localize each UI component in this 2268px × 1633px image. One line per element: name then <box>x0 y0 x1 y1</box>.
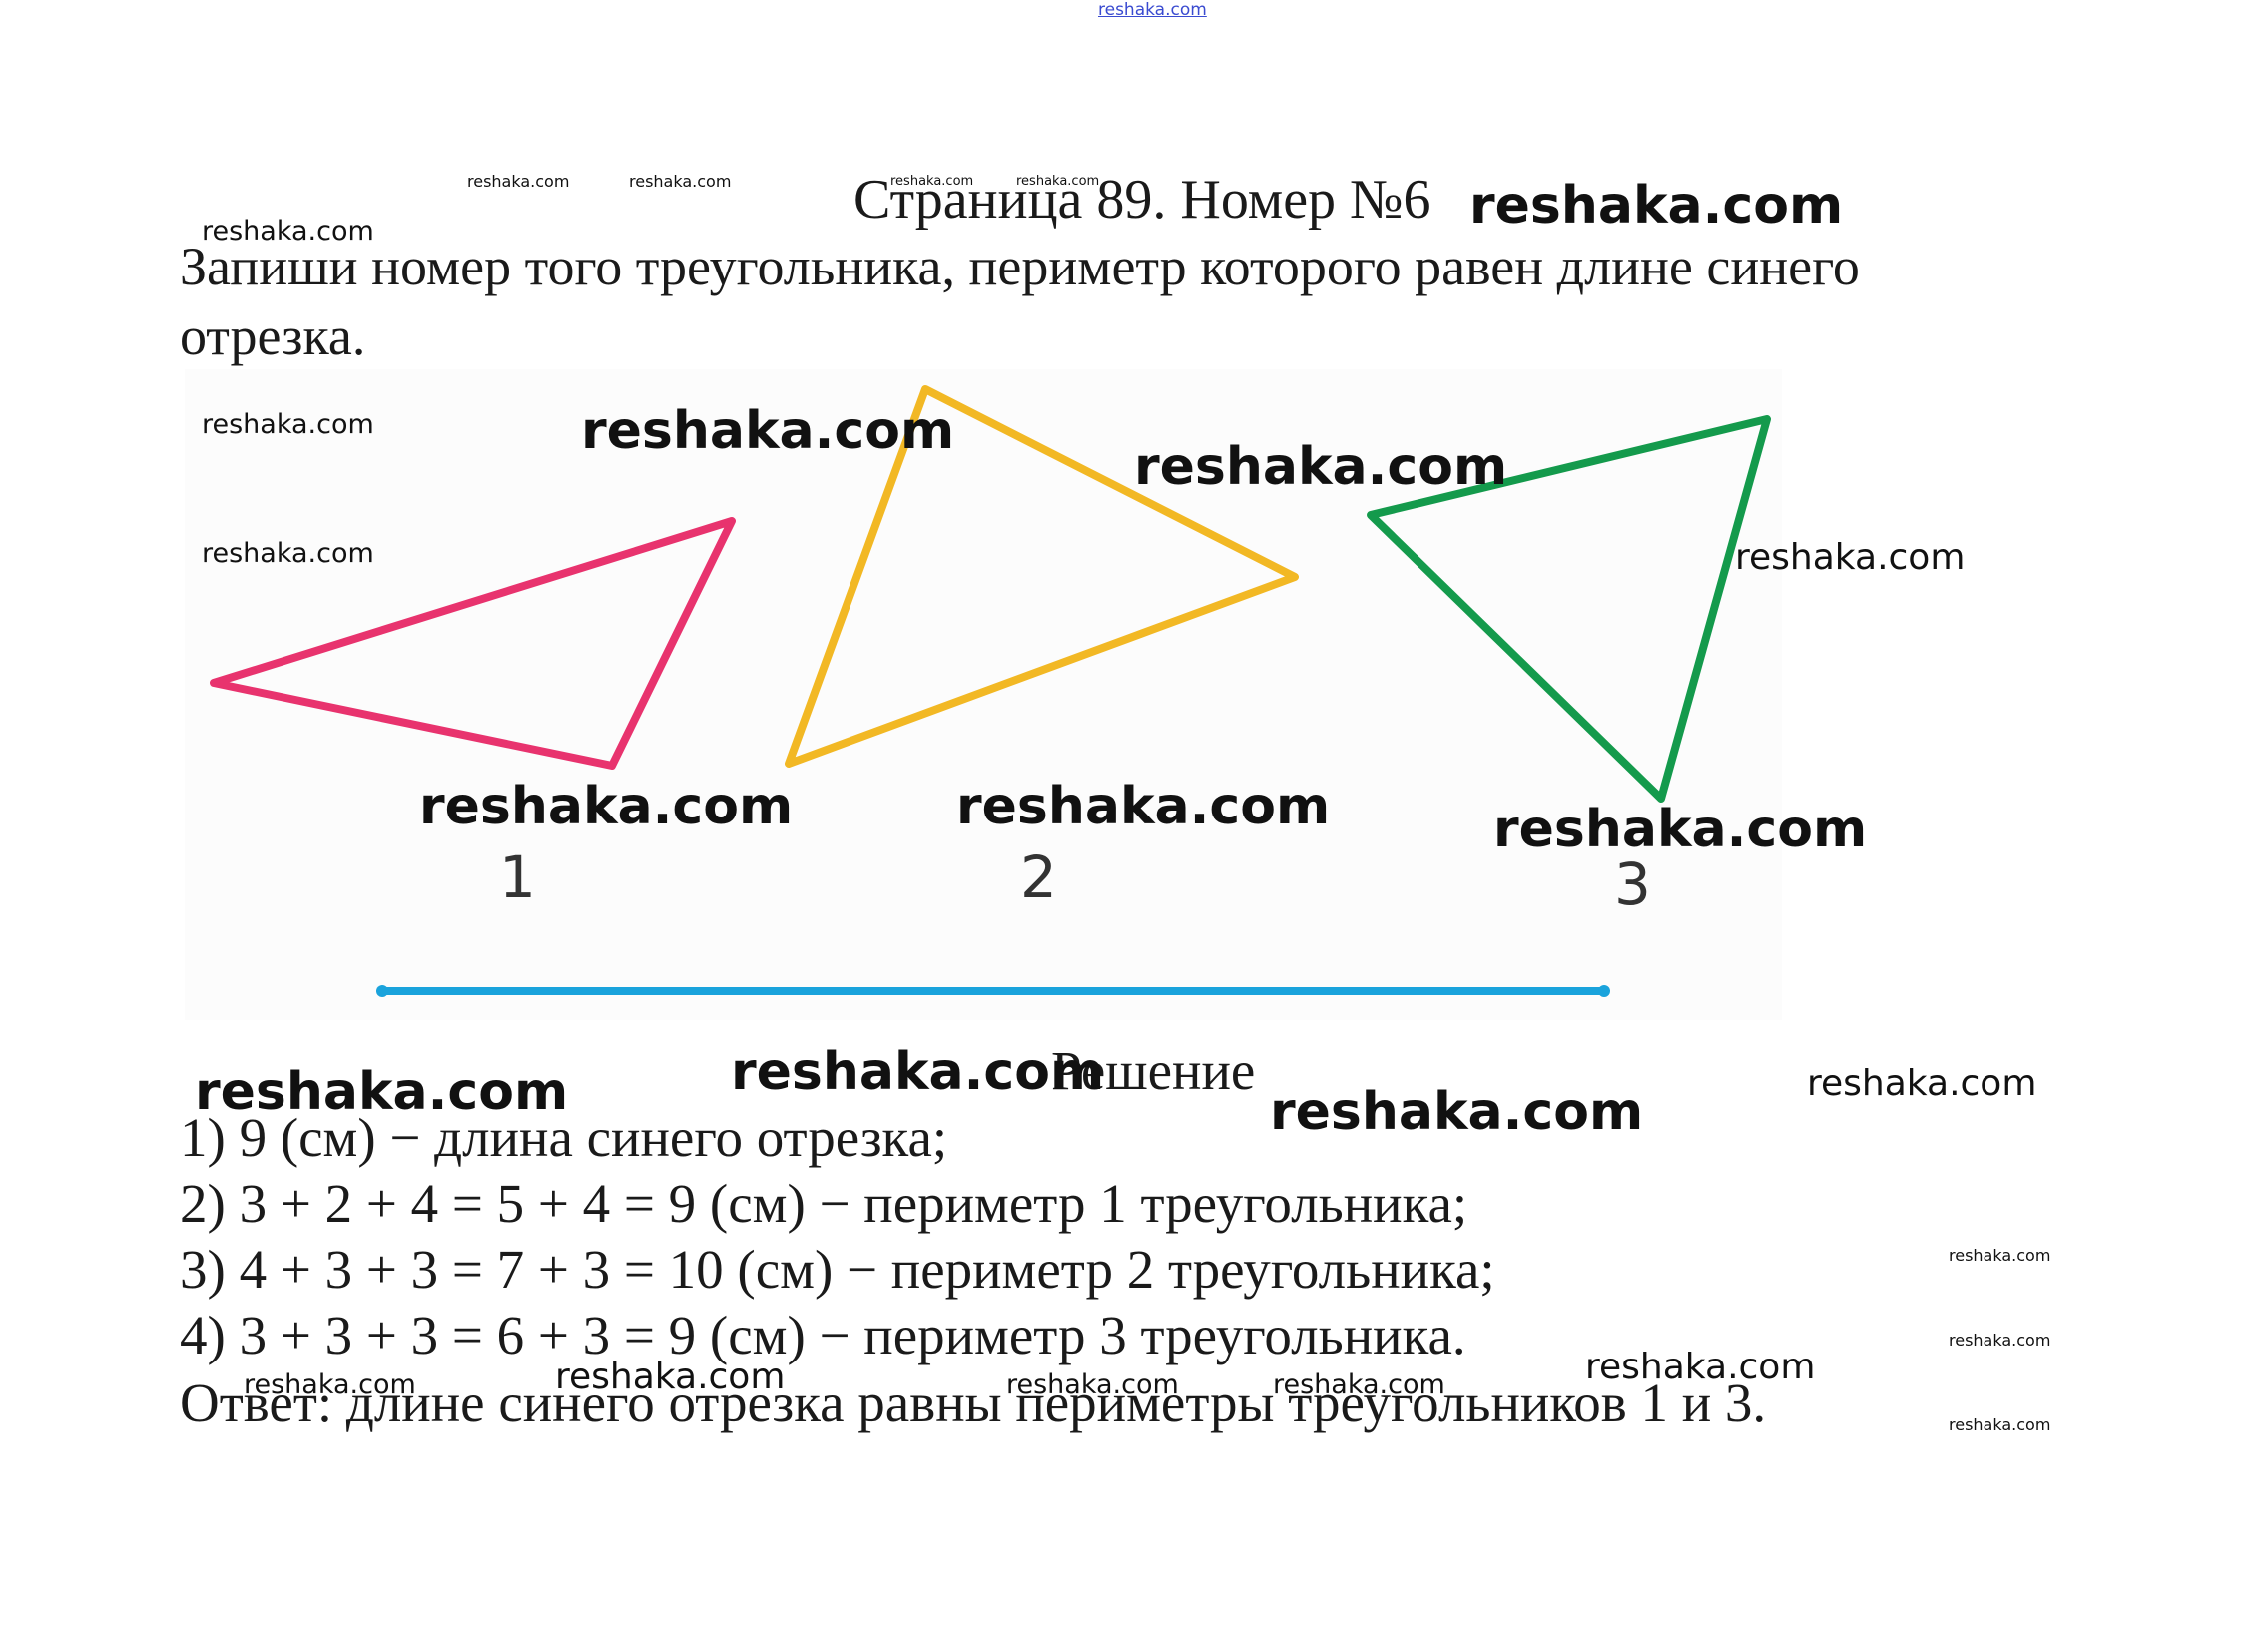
watermark: reshaka.com <box>1270 1082 1644 1142</box>
watermark: reshaka.com <box>1949 1246 2051 1265</box>
watermark: reshaka.com <box>1134 437 1508 497</box>
task-text-line-1: Запиши номер того треугольника, периметр… <box>180 237 1860 296</box>
triangle-label-2: 2 <box>1020 843 1057 911</box>
task-text-line-2: отрезка. <box>180 306 366 366</box>
watermark: reshaka.com <box>1949 1415 2051 1434</box>
triangle-3 <box>1367 415 1771 803</box>
watermark: reshaka.com <box>1493 800 1868 859</box>
watermark: reshaka.com <box>1469 176 1844 236</box>
triangle-label-3: 3 <box>1614 850 1651 918</box>
page-title: Страница 89. Номер №6 <box>853 169 1431 231</box>
watermark: reshaka.com <box>1016 174 1100 189</box>
watermark: reshaka.com <box>890 174 974 189</box>
triangle-label-1: 1 <box>499 843 536 911</box>
solution-line-2: 2) 3 + 2 + 4 = 5 + 4 = 9 (см) − периметр… <box>180 1173 1468 1234</box>
top-site-link[interactable]: reshaka.com <box>1098 0 1207 20</box>
watermark: reshaka.com <box>956 777 1331 836</box>
triangle-2 <box>785 385 1299 768</box>
watermark: reshaka.com <box>202 216 374 247</box>
watermark: reshaka.com <box>1735 537 1966 578</box>
solution-line-4: 4) 3 + 3 + 3 = 6 + 3 = 9 (см) − периметр… <box>180 1305 1466 1365</box>
watermark: reshaka.com <box>581 401 955 461</box>
watermark: reshaka.com <box>731 1042 1105 1102</box>
watermark: reshaka.com <box>629 172 732 191</box>
watermark: reshaka.com <box>195 1062 569 1122</box>
blue-segment-start-point <box>376 985 388 997</box>
watermark: reshaka.com <box>1585 1347 1816 1387</box>
watermark: reshaka.com <box>1006 1369 1179 1400</box>
answer-line: Ответ: длине синего отрезка равны периме… <box>180 1372 1767 1433</box>
watermark: reshaka.com <box>419 777 794 836</box>
triangle-1 <box>210 517 736 770</box>
solution-line-3: 3) 4 + 3 + 3 = 7 + 3 = 10 (см) − перимет… <box>180 1239 1495 1300</box>
watermark: reshaka.com <box>555 1357 786 1397</box>
watermark: reshaka.com <box>1949 1331 2051 1350</box>
blue-segment-end-point <box>1598 985 1610 997</box>
solution-heading: Решение <box>1051 1040 1256 1101</box>
watermark: reshaka.com <box>467 172 570 191</box>
watermark: reshaka.com <box>1273 1369 1445 1400</box>
solution-line-1: 1) 9 (см) − длина синего отрезка; <box>180 1107 948 1168</box>
watermark: reshaka.com <box>202 538 374 569</box>
watermark: reshaka.com <box>244 1369 416 1400</box>
watermark: reshaka.com <box>202 409 374 440</box>
watermark: reshaka.com <box>1807 1063 2037 1104</box>
